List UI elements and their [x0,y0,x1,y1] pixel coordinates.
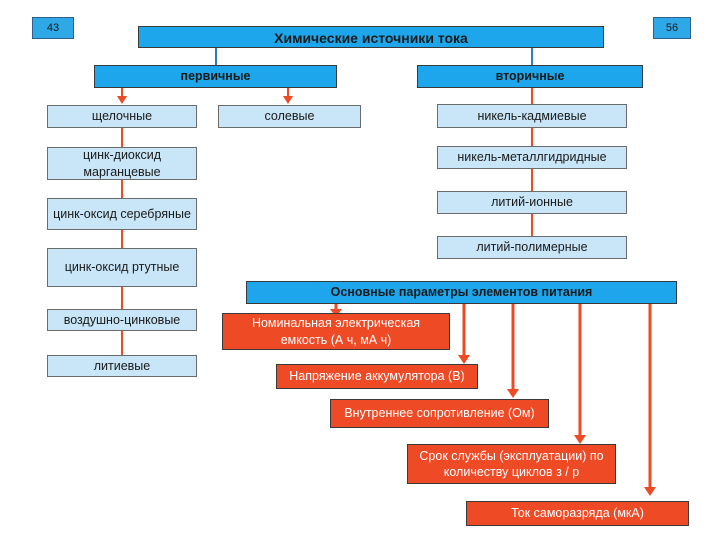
connector-line [121,331,123,355]
parameter-voltage: Напряжение аккумулятора (В) [276,364,478,389]
primary-type-lithium: литиевые [47,355,197,377]
connector-line [215,48,217,65]
connector-line [531,48,533,65]
arrow-self-discharge [644,304,656,496]
parameter-service-life: Срок службы (эксплуатации) по количеству… [407,444,616,484]
secondary-type-li-ion: литий-ионные [437,191,627,214]
connector-line [531,88,533,104]
connector-line [121,180,123,198]
secondary-type-nimh: никель-металлгидридные [437,146,627,169]
connector-line [531,128,533,146]
category-primary: первичные [94,65,337,88]
connector-line [121,287,123,309]
primary-type-zinc-manganese: цинк-диоксид марганцевые [47,147,197,180]
connector-line [531,169,533,191]
parameter-resistance: Внутреннее сопротивление (Ом) [330,399,549,428]
arrow-service-life [574,304,586,444]
page-number-left: 43 [32,17,74,39]
primary-type-zinc-mercury: цинк-оксид ртутные [47,248,197,287]
category-secondary: вторичные [417,65,643,88]
diagram-title: Химические источники тока [138,26,604,48]
primary-type-zinc-silver: цинк-оксид серебряные [47,198,197,230]
arrow-primary-alkaline [117,88,127,104]
arrow-voltage [458,304,470,364]
secondary-type-nicd: никель-кадмиевые [437,104,627,128]
connector-line [121,230,123,248]
primary-type-alkaline: щелочные [47,105,197,128]
arrow-primary-saline [283,88,293,104]
parameter-self-discharge: Ток саморазряда (мкА) [466,501,689,526]
arrow-resistance [507,304,519,398]
parameters-heading: Основные параметры элементов питания [246,281,677,304]
parameter-capacity: Номинальная электрическая емкость (А ч, … [222,313,450,350]
connector-line [531,214,533,236]
secondary-type-li-polymer: литий-полимерные [437,236,627,259]
primary-type-zinc-air: воздушно-цинковые [47,309,197,331]
connector-line [121,128,123,147]
page-number-right: 56 [653,17,691,39]
primary-type-saline: солевые [218,105,361,128]
